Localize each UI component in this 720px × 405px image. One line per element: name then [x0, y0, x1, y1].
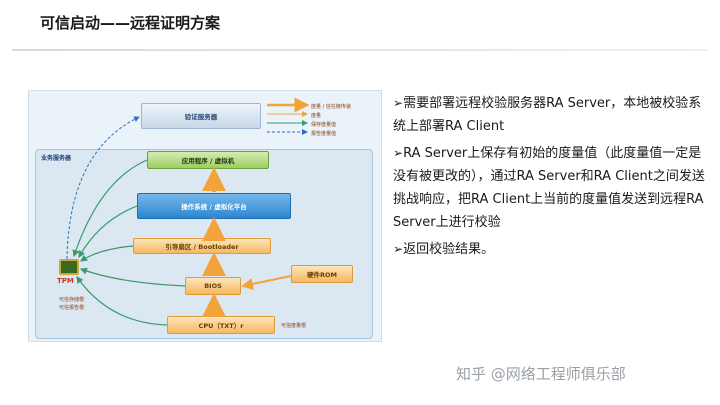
hardware-rom-box: 硬件ROM — [291, 265, 353, 283]
bullet-item: ➢RA Server上保存有初始的度量值（此度量值一定是没有被更改的），通过RA… — [393, 146, 705, 230]
bullet-marker-icon: ➢ — [393, 96, 404, 110]
watermark: 知乎 @网络工程师俱乐部 — [456, 365, 626, 383]
legend-report: 报告度量值 — [311, 131, 337, 137]
title-underline — [12, 49, 708, 51]
legend-measure: 度量 — [311, 113, 322, 119]
bullet-item: ➢需要部署远程校验服务器RA Server，本地被校验系统上部署RA Clien… — [393, 96, 702, 134]
bullet-marker-icon: ➢ — [393, 146, 404, 160]
tpm-note-storage: 可信存储根 — [59, 297, 85, 303]
diagram-arrows — [66, 97, 310, 326]
tpm-label: TPM — [57, 277, 74, 285]
cpu-note: 可信度量根 — [281, 323, 307, 329]
slide-title: 可信启动——远程证明方案 — [40, 14, 221, 32]
legend-save: 保存度量值 — [311, 122, 337, 128]
trusted-boot-diagram: 业务服务器 验证服务器 应用程序 / 虚拟机 操作系统 / 虚拟化平台 引导扇区… — [28, 90, 382, 342]
bullet-marker-icon: ➢ — [393, 242, 404, 256]
legend-measure-chain: 度量 / 信任链传递 — [311, 104, 351, 110]
bullet-list: ➢需要部署远程校验服务器RA Server，本地被校验系统上部署RA Clien… — [393, 92, 711, 265]
verify-server-box: 验证服务器 — [141, 103, 261, 129]
bullet-item: ➢返回校验结果。 — [393, 242, 495, 257]
tpm-note-report: 可信报告根 — [59, 305, 85, 311]
tpm-chip-icon — [59, 259, 79, 275]
business-server-label: 业务服务器 — [41, 155, 72, 162]
